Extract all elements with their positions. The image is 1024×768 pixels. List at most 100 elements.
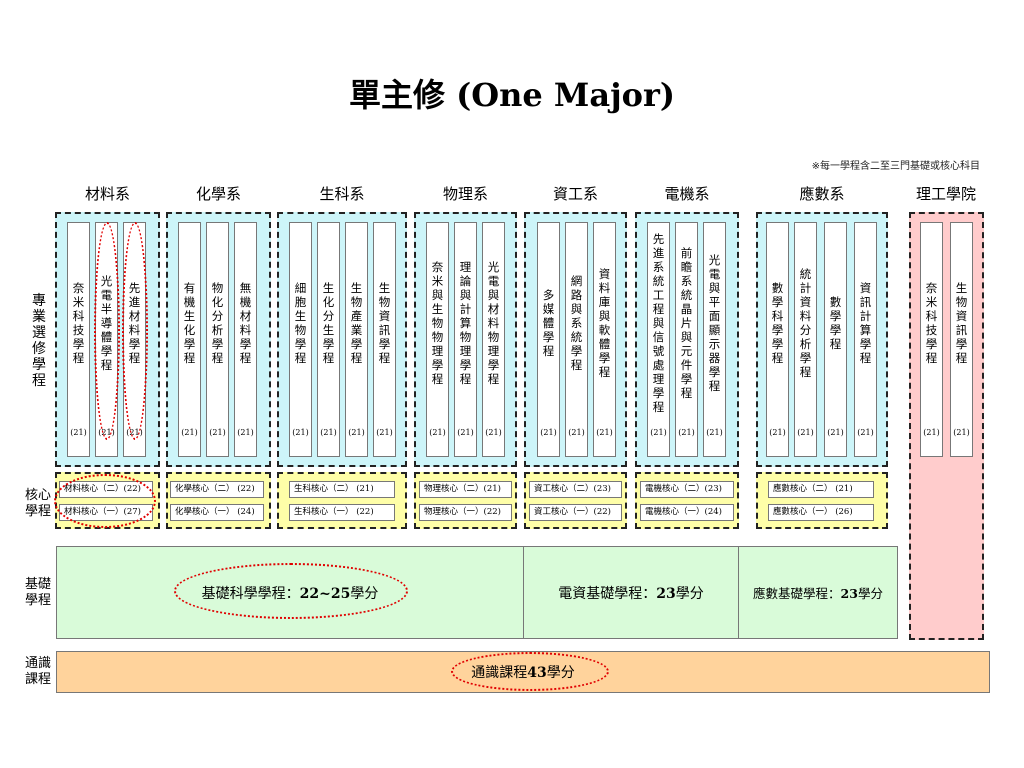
program-name: 奈米與生物物理學程: [431, 260, 444, 386]
program-name: 光電與材料物理學程: [487, 260, 500, 386]
program-name: 物化分析學程: [211, 281, 224, 365]
program-credits: (21): [181, 428, 198, 437]
program-credits: (21): [209, 428, 226, 437]
program-column[interactable]: 有機生化學程 (21): [178, 222, 201, 457]
foundation-math-text: 應數基礎學程：23學分: [753, 586, 883, 601]
program-column[interactable]: 理論與計算物理學程 (21): [454, 222, 477, 457]
program-credits: (21): [706, 428, 723, 437]
program-name: 有機生化學程: [183, 281, 196, 365]
core-item-physics-1: 物理核心（一）(22): [419, 504, 512, 521]
core-item-physics-2: 物理核心（二）(21): [419, 481, 512, 498]
core-item-bioscience-2: 生科核心（二） (21): [289, 481, 395, 498]
program-credits: (21): [953, 428, 970, 437]
core-item-cs-1: 資工核心（一）(22): [529, 504, 622, 521]
core-item-chemistry-1: 化學核心（一） (24): [170, 504, 264, 521]
dept-header-bioscience: 生科系: [319, 185, 365, 203]
highlight-ring-materials-core: [54, 474, 156, 528]
dept-header-cs: 資工系: [552, 185, 598, 203]
program-name: 細胞生物學程: [294, 281, 307, 365]
program-credits: (21): [348, 428, 365, 437]
program-column[interactable]: 光電與平面顯示器學程 (21): [703, 222, 726, 457]
program-credits: (21): [678, 428, 695, 437]
foundation-eecs: 電資基礎學程：23學分: [523, 546, 739, 639]
program-column[interactable]: 資訊計算學程(21): [854, 222, 877, 457]
dept-header-materials: 材料系: [84, 185, 130, 203]
core-item-bioscience-1: 生科核心（一） (22): [289, 504, 395, 521]
program-credits: (21): [857, 428, 874, 437]
program-name: 無機材料學程: [239, 281, 252, 365]
core-item-cs-2: 資工核心（二）(23): [529, 481, 622, 498]
program-column[interactable]: 統計資料分析學程 (21): [794, 222, 817, 457]
highlight-ring-general: [451, 652, 609, 691]
program-column[interactable]: 多媒體學程 (21): [537, 222, 560, 457]
program-name: 生物資訊學程: [378, 281, 391, 365]
program-credits: (21): [923, 428, 940, 437]
program-credits: (21): [827, 428, 844, 437]
program-name: 生物資訊學程: [955, 281, 968, 365]
program-column[interactable]: 生物資訊學程 (21): [950, 222, 973, 457]
program-name: 資料庫與軟體學程: [598, 267, 611, 379]
row-label-general: 通識課程: [24, 656, 51, 687]
program-credits: (21): [457, 428, 474, 437]
row-label-core: 核心學程: [24, 488, 51, 519]
program-name: 生物產業學程: [350, 281, 363, 365]
program-name: 奈米科技學程: [72, 281, 85, 365]
program-name: 數學科學學程: [771, 281, 784, 365]
core-item-chemistry-2: 化學核心（二） (22): [170, 481, 264, 498]
program-credits: (21): [540, 428, 557, 437]
page-title: 單主修 (One Major): [348, 76, 675, 114]
core-item-math-2: 應數核心（二） (21): [768, 481, 874, 498]
foundation-math: 應數基礎學程：23學分: [738, 546, 898, 639]
footnote: ※每一學程含二至三門基礎或核心科目: [811, 161, 980, 172]
dept-header-chemistry: 化學系: [195, 185, 241, 203]
program-column[interactable]: 資料庫與軟體學程 (21): [593, 222, 616, 457]
program-column[interactable]: 前瞻系統晶片與元件學程 (21): [675, 222, 698, 457]
program-credits: (21): [797, 428, 814, 437]
program-name: 理論與計算物理學程: [459, 260, 472, 386]
program-name: 網路與系統學程: [570, 274, 583, 372]
program-column[interactable]: 奈米科技學程 (21): [920, 222, 943, 457]
program-credits: (21): [568, 428, 585, 437]
program-credits: (21): [596, 428, 613, 437]
program-credits: (21): [70, 428, 87, 437]
row-label-programs: 專業選修學程: [32, 293, 46, 389]
dept-header-college: 理工學院: [915, 185, 976, 203]
foundation-eecs-text: 電資基礎學程：23學分: [558, 585, 704, 602]
program-column[interactable]: 數學科學學程 (21): [766, 222, 789, 457]
program-column[interactable]: 先進系統工程與信號處理學程 (21): [647, 222, 670, 457]
dept-header-physics: 物理系: [442, 185, 488, 203]
program-name: 統計資料分析學程: [799, 267, 812, 379]
program-column[interactable]: 無機材料學程 (21): [234, 222, 257, 457]
program-column[interactable]: 生物資訊學程 (21): [373, 222, 396, 457]
program-column[interactable]: 物化分析學程 (21): [206, 222, 229, 457]
program-credits: (21): [650, 428, 667, 437]
row-label-foundation: 基礎學程: [24, 577, 51, 608]
program-credits: (21): [237, 428, 254, 437]
core-item-ee-1: 電機核心（一）(24): [640, 504, 734, 521]
program-column[interactable]: 細胞生物學程 (21): [289, 222, 312, 457]
dept-header-ee: 電機系: [664, 185, 710, 203]
program-name: 數學學程: [829, 295, 842, 351]
program-credits: (21): [769, 428, 786, 437]
program-column[interactable]: 奈米與生物物理學程 (21): [426, 222, 449, 457]
program-credits: (21): [292, 428, 309, 437]
program-name: 前瞻系統晶片與元件學程: [680, 246, 693, 400]
program-name: 光電與平面顯示器學程: [708, 253, 721, 393]
program-credits: (21): [485, 428, 502, 437]
highlight-ring-advanced-materials: [122, 222, 148, 440]
program-name: 奈米科技學程: [925, 281, 938, 365]
program-column[interactable]: 奈米科技學程 (21): [67, 222, 90, 457]
program-name: 先進系統工程與信號處理學程: [652, 232, 665, 414]
core-item-math-1: 應數核心（一） (26): [768, 504, 874, 521]
program-column[interactable]: 光電與材料物理學程 (21): [482, 222, 505, 457]
dept-header-math: 應數系: [799, 185, 845, 203]
program-name: 多媒體學程: [542, 288, 555, 358]
program-credits: (21): [429, 428, 446, 437]
program-column[interactable]: 生化分生學程 (21): [317, 222, 340, 457]
program-credits: (21): [376, 428, 393, 437]
program-credits: (21): [320, 428, 337, 437]
program-column[interactable]: 生物產業學程 (21): [345, 222, 368, 457]
program-column[interactable]: 數學學程 (21): [824, 222, 847, 457]
program-name: 生化分生學程: [322, 281, 335, 365]
program-column[interactable]: 網路與系統學程 (21): [565, 222, 588, 457]
